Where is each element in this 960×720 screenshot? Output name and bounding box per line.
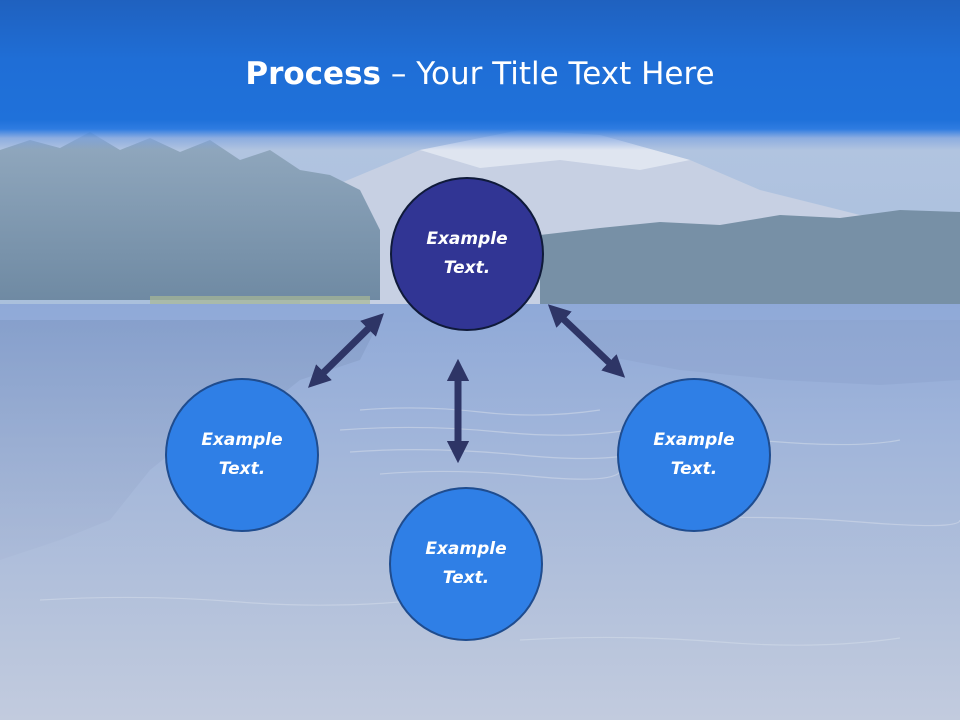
slide-title-bold: Process bbox=[245, 56, 381, 92]
arrow-center-left bbox=[308, 313, 384, 388]
slide-title-separator: – bbox=[381, 56, 417, 92]
process-node-right: Example Text. bbox=[617, 378, 771, 532]
arrow-center-right bbox=[547, 304, 626, 378]
process-node-center: Example Text. bbox=[390, 177, 544, 331]
process-node-left-label: Example Text. bbox=[201, 430, 283, 479]
process-node-left: Example Text. bbox=[165, 378, 319, 532]
title-bar bbox=[0, 0, 960, 150]
slide-title-text: Your Title Text Here bbox=[416, 56, 715, 92]
slide-title: Process – Your Title Text Here bbox=[0, 52, 960, 96]
process-node-bottom: Example Text. bbox=[389, 487, 543, 641]
process-node-bottom-label: Example Text. bbox=[425, 539, 507, 588]
process-node-center-label: Example Text. bbox=[426, 229, 508, 278]
process-node-right-label: Example Text. bbox=[653, 430, 735, 479]
